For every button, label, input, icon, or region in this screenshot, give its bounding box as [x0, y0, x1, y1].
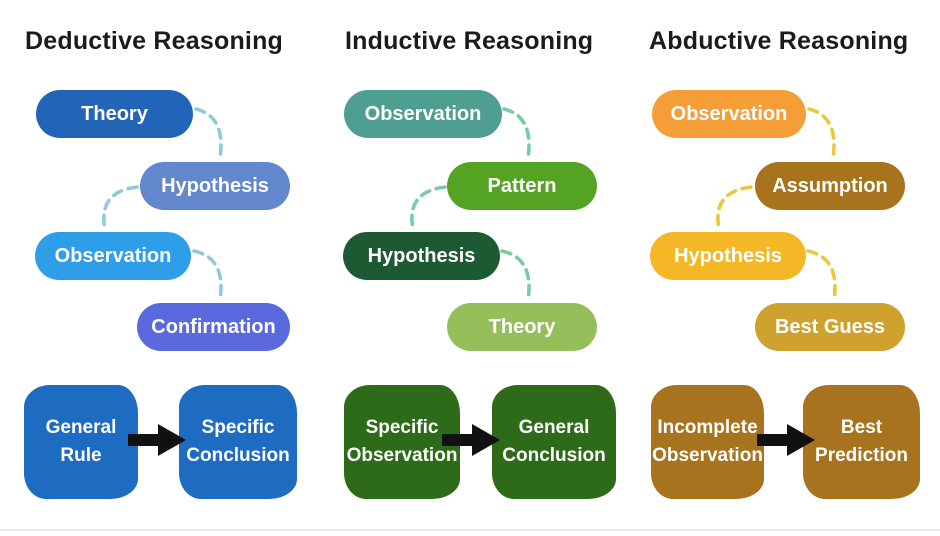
connector-curve	[502, 107, 531, 160]
connector-curve	[806, 249, 837, 302]
flow-box-best-prediction: Best Prediction	[803, 385, 920, 499]
flow-box-specific-observation: Specific Observation	[344, 385, 460, 499]
arrow-right-shape	[442, 424, 500, 456]
pill-pattern: Pattern	[447, 162, 597, 210]
bottom-divider	[0, 529, 940, 531]
connector-curve	[102, 185, 139, 231]
pill-observation: Observation	[652, 90, 806, 138]
pill-theory: Theory	[36, 90, 193, 138]
pill-hypothesis: Hypothesis	[343, 232, 500, 280]
connector-curve	[716, 185, 753, 231]
arrow-right-icon	[757, 424, 815, 456]
pill-confirmation: Confirmation	[137, 303, 290, 351]
connector-curve	[192, 249, 223, 302]
flow-box-general-conclusion: General Conclusion	[492, 385, 616, 499]
arrow-right-icon	[442, 424, 500, 456]
pill-hypothesis: Hypothesis	[140, 162, 290, 210]
arrow-right-icon	[128, 424, 186, 456]
column-title-deductive: Deductive Reasoning	[25, 27, 284, 55]
flow-box-incomplete-observation: Incomplete Observation	[651, 385, 764, 499]
flow-box-general-rule: General Rule	[24, 385, 138, 499]
connector-curve	[500, 249, 531, 302]
column-title-abductive: Abductive Reasoning	[649, 27, 909, 55]
pill-observation: Observation	[344, 90, 502, 138]
connector-curve	[194, 107, 223, 160]
flow-box-specific-conclusion: Specific Conclusion	[179, 385, 297, 499]
pill-hypothesis: Hypothesis	[650, 232, 806, 280]
connector-curve	[807, 107, 836, 160]
pill-assumption: Assumption	[755, 162, 905, 210]
pill-theory: Theory	[447, 303, 597, 351]
arrow-right-shape	[757, 424, 815, 456]
connector-curve	[410, 185, 447, 231]
pill-best-guess: Best Guess	[755, 303, 905, 351]
pill-observation: Observation	[35, 232, 191, 280]
column-title-inductive: Inductive Reasoning	[345, 27, 594, 55]
arrow-right-shape	[128, 424, 186, 456]
